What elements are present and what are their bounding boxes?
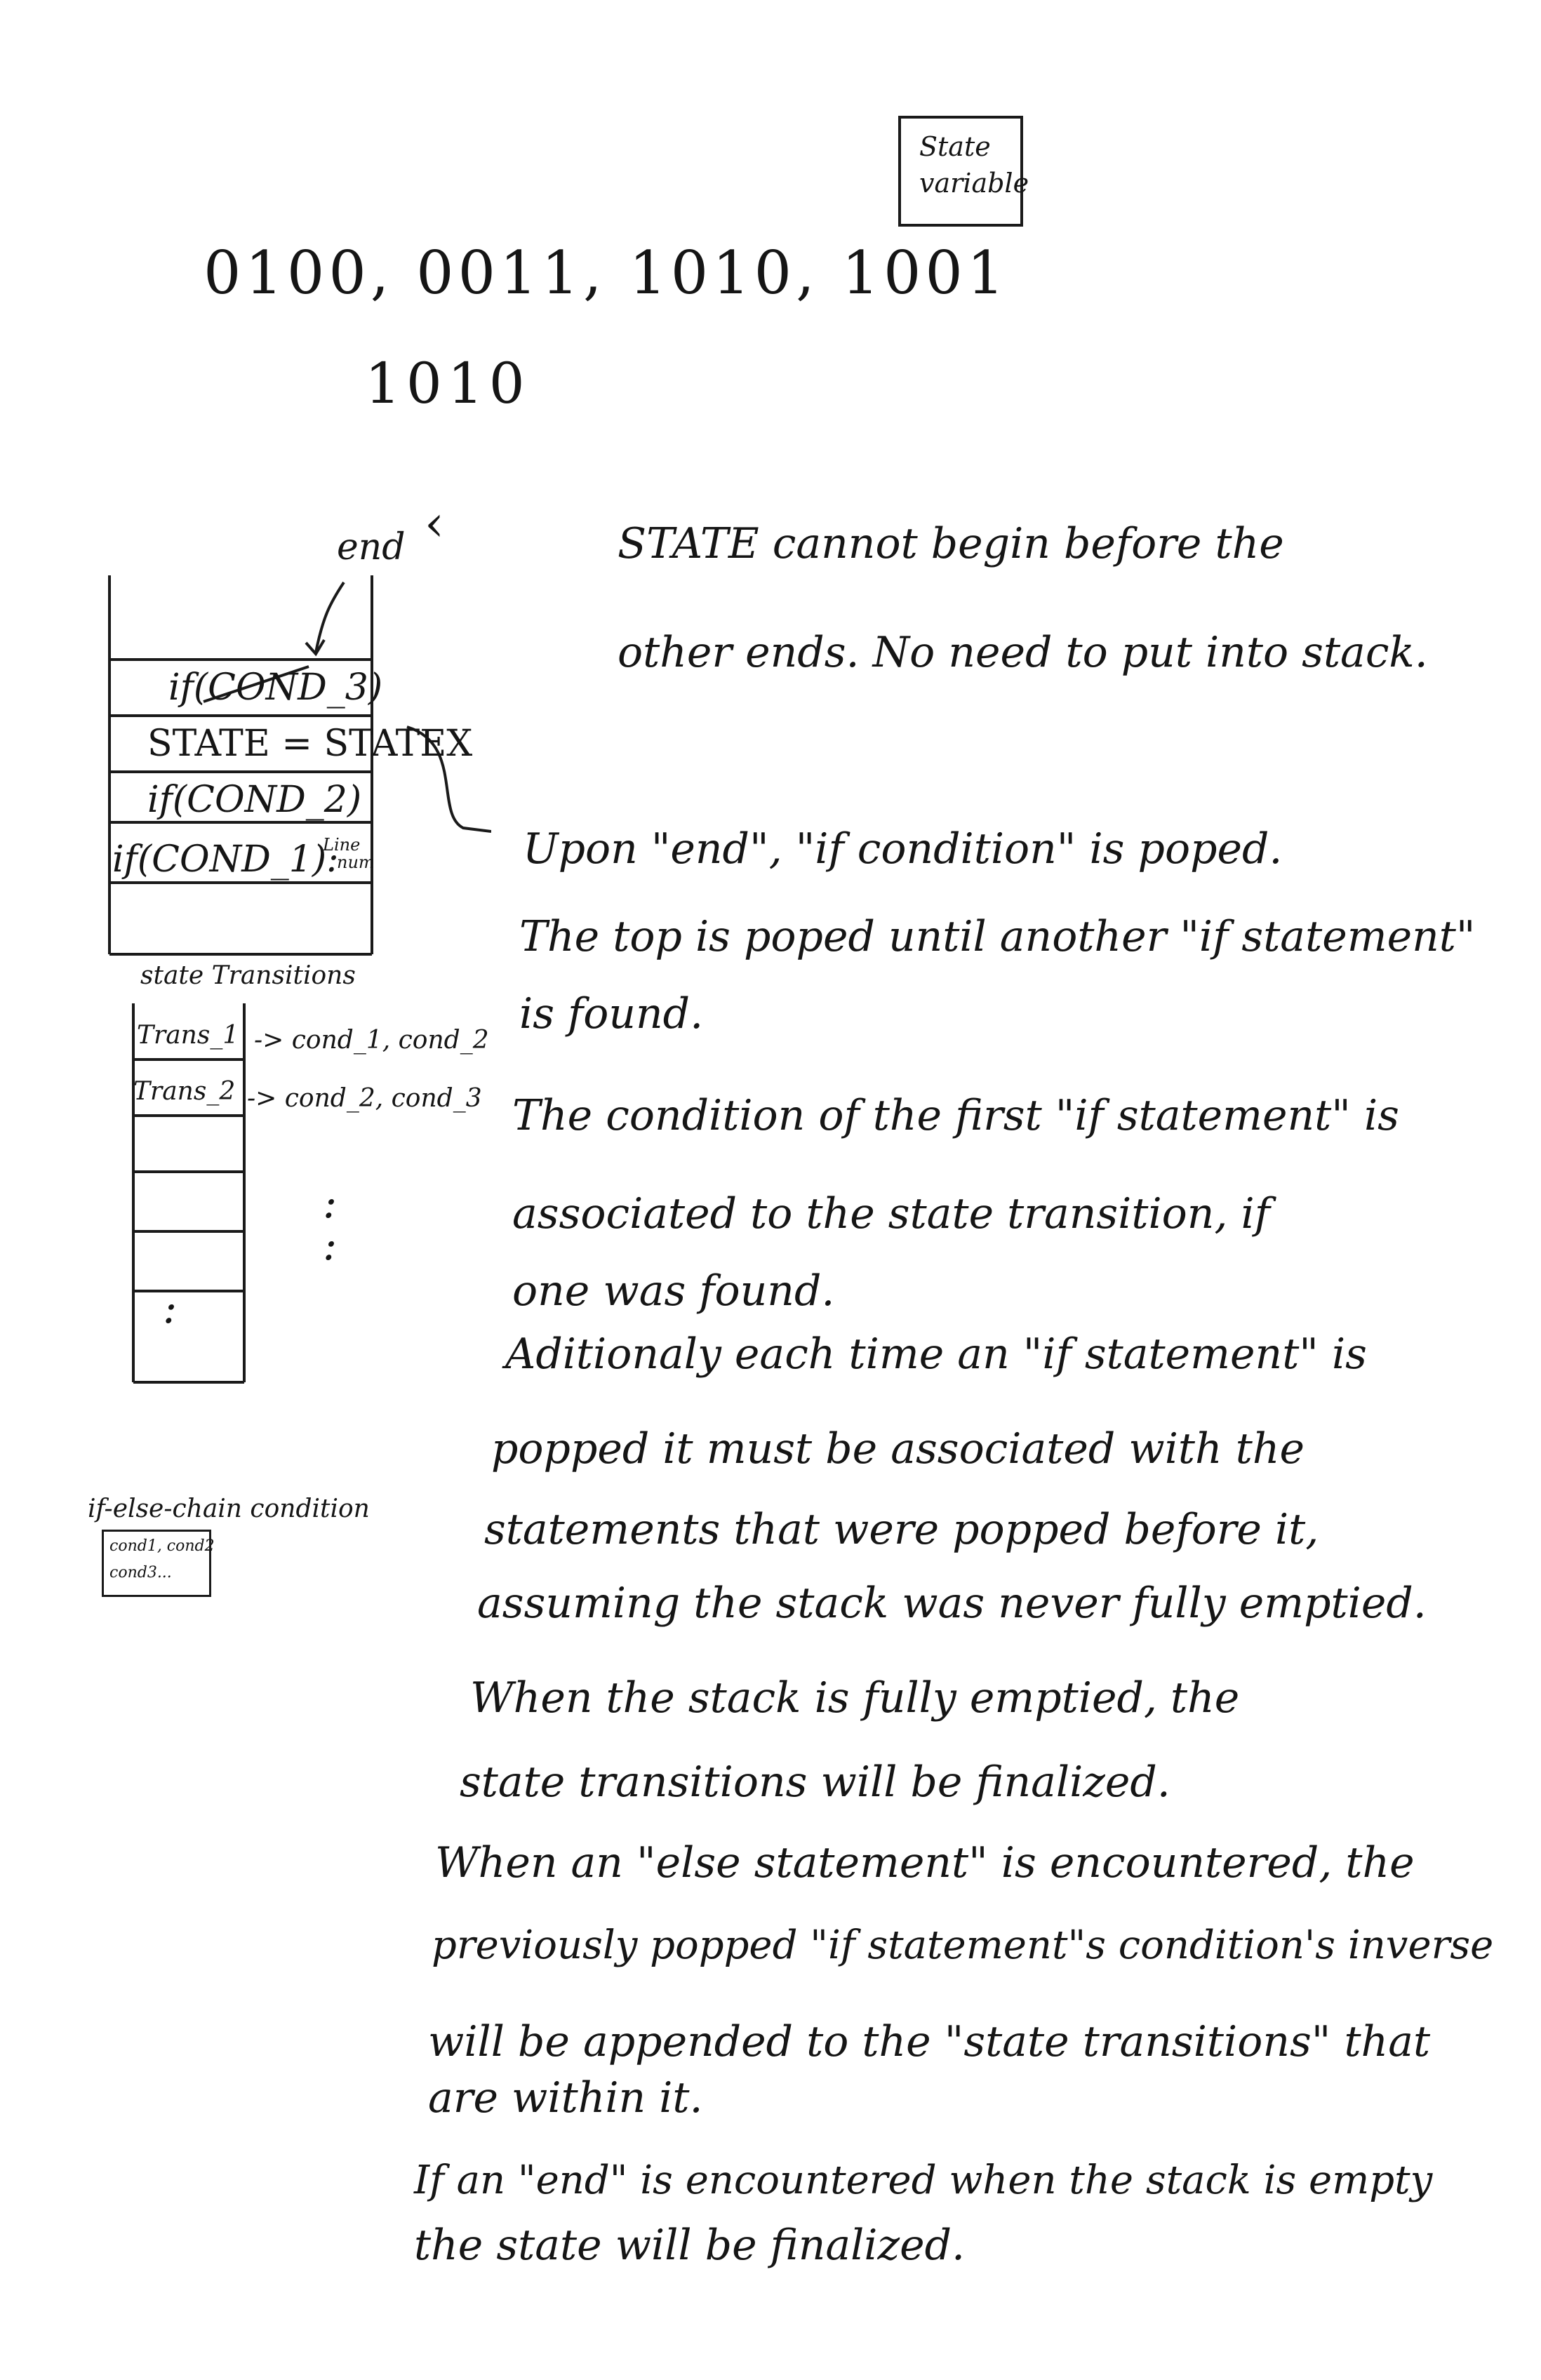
note-p3-line2: popped it must be associated with the [491,1424,1305,1473]
note-p5-line1: If an "end" is encountered when the stac… [414,2158,1433,2203]
end-label: end [337,526,406,568]
note-p5-line2: the state will be finalized. [414,2221,966,2270]
transition-conds-2: -> cond_2, cond_3 [247,1084,482,1113]
note-p3-line1: Aditionaly each time an "if statement" i… [505,1330,1367,1379]
binary-sequence: 0100, 0011, 1010, 1001 [204,239,1009,307]
note-p3-line5: When the stack is fully emptied, the [470,1673,1240,1723]
note-p4-line4: are within it. [428,2073,703,2122]
else-chain-line1: cond1, cond2 [109,1537,215,1555]
note-p3-line3: statements that were popped before it, [484,1505,1319,1554]
state-variable-line1: State [919,131,991,162]
note-p1-line2: other ends. No need to put into stack. [618,628,1428,677]
state-variable-line2: variable [919,168,1029,199]
stack-item-cond1: if(COND_1): [112,838,339,881]
note-p3-line6: state transitions will be finalized. [460,1758,1170,1807]
stack-item-cond2: if(COND_2) [147,779,362,821]
stack-item-cond3: if(COND_3) [168,667,383,709]
stack-item-statex: STATE = STATEX [147,723,473,765]
note-p2-line4: The condition of the first "if statement… [512,1091,1399,1140]
note-p2-line5: associated to the state transition, if [512,1189,1270,1238]
note-p2-line6: one was found. [512,1266,835,1316]
note-p2-line2: The top is poped until another "if state… [519,912,1476,961]
note-p4-line3: will be appended to the "state transitio… [428,2017,1431,2066]
else-chain-title: if-else-chain condition [88,1495,370,1523]
note-p1-line1: STATE cannot begin before the [618,519,1284,568]
else-chain-box: cond1, cond2 cond3... [102,1530,215,1597]
note-p4-line1: When an "else statement" is encountered,… [435,1838,1415,1887]
state-transitions-table [132,1003,246,1384]
checkmark-icon: ‹ [425,495,444,552]
transition-continuation-dots: : [323,1179,338,1228]
transition-continuation-dots-2: : [323,1221,338,1270]
binary-single: 1010 [365,351,531,416]
note-p3-line4: assuming the stack was never fully empti… [477,1579,1427,1628]
stack-diagram [108,575,491,956]
stack-line-num-2: num [337,853,375,872]
note-p2-line1: Upon "end", "if condition" is poped. [523,824,1283,874]
else-chain-line2: cond3... [109,1564,172,1582]
stack-line-num-1: Line [323,835,361,855]
table-continuation-dots: : [163,1284,178,1333]
note-p4-line2: previously popped "if statement"s condit… [432,1923,1494,1968]
state-variable-box: State variable [898,116,1029,227]
state-transitions-title: state Transitions [140,961,356,990]
transition-name-2: Trans_2 [133,1077,236,1106]
transition-name-1: Trans_1 [137,1021,239,1050]
transition-conds-1: -> cond_1, cond_2 [254,1026,489,1055]
note-p2-line3: is found. [519,989,704,1038]
